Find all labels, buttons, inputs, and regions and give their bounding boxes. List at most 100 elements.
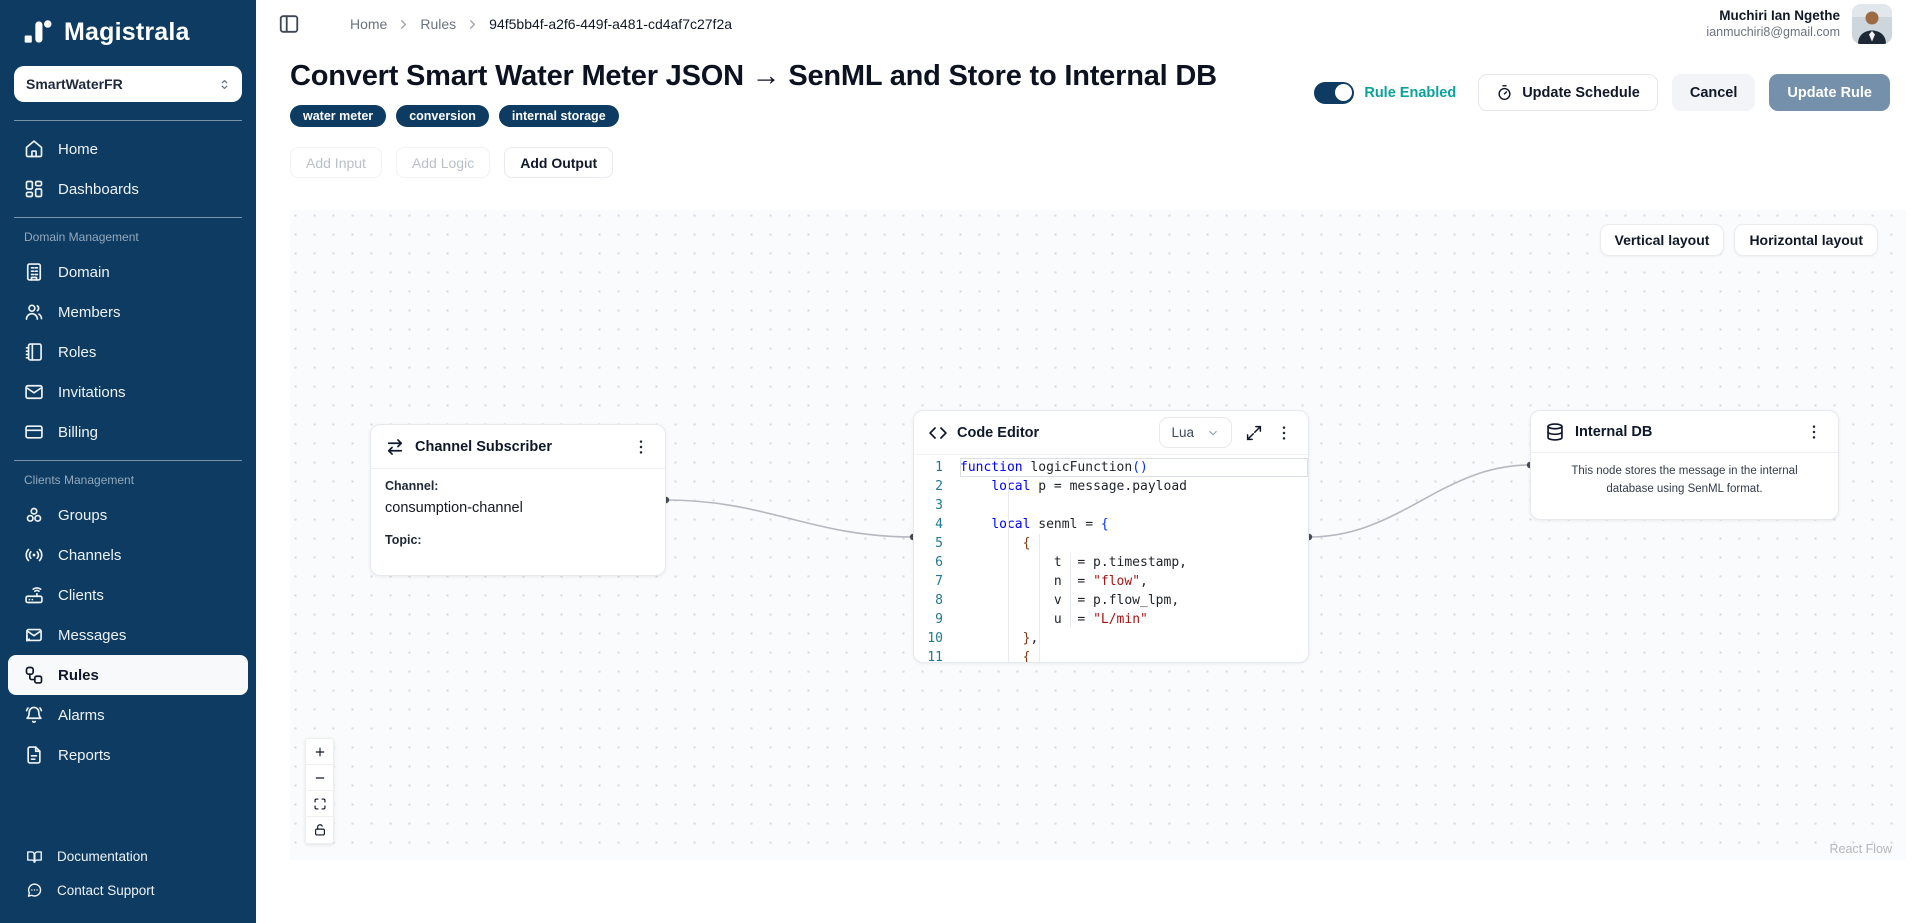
cancel-button[interactable]: Cancel (1671, 74, 1756, 111)
code-line: 4 local senml = { (914, 515, 1308, 534)
zoom-out-button[interactable] (306, 765, 333, 791)
kebab-menu-icon[interactable] (1804, 422, 1824, 442)
credit-card-icon (24, 422, 44, 442)
line-number: 6 (935, 555, 943, 570)
vertical-layout-button[interactable]: Vertical layout (1599, 224, 1725, 256)
code-line-content[interactable]: local senml = { (991, 517, 1109, 532)
sidebar-item-label: Members (58, 303, 121, 321)
notebook-icon (24, 342, 44, 362)
title-block: Convert Smart Water Meter JSON → SenML a… (290, 60, 1217, 127)
sidebar-toggle-button[interactable] (278, 13, 300, 35)
line-number: 8 (935, 593, 943, 608)
code-line: 1 function logicFunction() (914, 458, 1308, 477)
code-line-content[interactable]: { (1022, 536, 1031, 551)
add-node-buttons: Add Input Add Logic Add Output (256, 127, 1916, 178)
tag-internal-storage: internal storage (498, 105, 619, 127)
node-title: Code Editor (957, 424, 1040, 441)
code-line-content[interactable]: n = "flow", (960, 574, 1148, 589)
sidebar-item-groups[interactable]: Groups (8, 495, 248, 535)
breadcrumb-item-rules[interactable]: Rules (420, 16, 457, 32)
sidebar-item-roles[interactable]: Roles (8, 332, 248, 372)
node-internal-db[interactable]: Internal DB This node stores the message… (1530, 410, 1839, 520)
sidebar-item-alarms[interactable]: Alarms (8, 695, 248, 735)
sidebar-item-rules[interactable]: Rules (8, 655, 248, 695)
line-number: 1 (935, 460, 943, 475)
kebab-menu-icon[interactable] (1274, 423, 1294, 443)
add-logic-button[interactable]: Add Logic (395, 147, 491, 178)
update-rule-button[interactable]: Update Rule (1769, 74, 1890, 111)
code-line-content[interactable]: function logicFunction() (960, 458, 1308, 477)
code-line-content[interactable]: u = "L/min" (960, 612, 1148, 627)
breadcrumb-item-home[interactable]: Home (350, 16, 388, 32)
code-line-content[interactable]: }, (1022, 631, 1039, 646)
code-line-content[interactable]: t = p.timestamp, (960, 555, 1187, 570)
edge-code-to-db (1308, 464, 1531, 538)
sidebar-item-documentation[interactable]: Documentation (8, 839, 248, 873)
fit-view-button[interactable] (306, 791, 333, 817)
router-icon (24, 585, 44, 605)
sidebar-item-contact-support[interactable]: Contact Support (8, 873, 248, 907)
sidebar-item-clients[interactable]: Clients (8, 575, 248, 615)
sidebar-item-dashboards[interactable]: Dashboards (8, 169, 248, 209)
breadcrumb-item-94f5bb4f-a2f6-449f-a481-cd4af7c27f2a: 94f5bb4f-a2f6-449f-a481-cd4af7c27f2a (489, 16, 733, 32)
add-output-button[interactable]: Add Output (504, 147, 614, 178)
sidebar-item-invitations[interactable]: Invitations (8, 372, 248, 412)
sidebar-item-reports[interactable]: Reports (8, 735, 248, 775)
sidebar-item-label: Invitations (58, 383, 126, 401)
database-icon (1545, 422, 1565, 442)
brand-logo[interactable]: Magistrala (0, 0, 256, 58)
groups-icon (24, 505, 44, 525)
sidebar-item-messages[interactable]: Messages (8, 615, 248, 655)
message-circle-icon (26, 882, 43, 899)
language-select[interactable]: Lua (1159, 417, 1232, 448)
horizontal-layout-button[interactable]: Horizontal layout (1734, 224, 1878, 256)
sidebar-item-label: Rules (58, 666, 99, 684)
sidebar-item-billing[interactable]: Billing (8, 412, 248, 452)
sidebar-item-label: Roles (58, 343, 97, 361)
sidebar-item-channels[interactable]: Channels (8, 535, 248, 575)
rule-actions: Rule Enabled Update Schedule Cancel Upda… (1314, 74, 1890, 111)
users-icon (24, 302, 44, 322)
add-input-button[interactable]: Add Input (290, 147, 382, 178)
kebab-menu-icon[interactable] (631, 437, 651, 457)
domain-selector-value: SmartWaterFR (26, 76, 123, 92)
code-line-content[interactable]: { (1022, 650, 1031, 663)
code-line-content[interactable] (960, 496, 1308, 515)
sidebar-item-label: Channels (58, 546, 122, 564)
line-number: 10 (927, 631, 943, 646)
update-schedule-button[interactable]: Update Schedule (1478, 74, 1658, 111)
node-code-editor[interactable]: Code Editor Lua 1 function logicFunction(… (913, 410, 1309, 663)
expand-editor-icon[interactable] (1245, 424, 1263, 442)
node-body: Channel: consumption-channel Topic: (371, 469, 665, 557)
title-row: Convert Smart Water Meter JSON → SenML a… (256, 48, 1916, 127)
plus-icon (313, 745, 327, 759)
sidebar-item-label: Clients (58, 586, 104, 604)
lock-button[interactable] (306, 817, 333, 843)
sidebar-item-members[interactable]: Members (8, 292, 248, 332)
rule-enabled-toggle[interactable] (1314, 81, 1355, 104)
indent-guide (1070, 553, 1071, 627)
node-channel-subscriber[interactable]: Channel Subscriber Channel: consumption-… (370, 424, 666, 576)
node-title: Internal DB (1575, 423, 1653, 440)
sidebar-section-label: Clients Management (24, 473, 135, 487)
flow-canvas[interactable]: Vertical layout Horizontal layout Channel… (290, 210, 1906, 860)
code-line: 6 t = p.timestamp, (914, 553, 1308, 572)
avatar[interactable] (1852, 4, 1892, 44)
sidebar-item-label: Reports (58, 746, 111, 764)
sidebar-item-domain[interactable]: Domain (8, 252, 248, 292)
sidebar-divider (14, 120, 242, 121)
topic-field-label: Topic: (385, 533, 422, 547)
line-number: 4 (935, 517, 943, 532)
update-schedule-label: Update Schedule (1522, 84, 1640, 101)
zoom-in-button[interactable] (306, 739, 333, 765)
user-menu[interactable]: Muchiri Ian Ngethe ianmuchiri8@gmail.com (1706, 4, 1892, 44)
sidebar-item-home[interactable]: Home (8, 129, 248, 169)
code-line-content[interactable]: local p = message.payload (991, 479, 1187, 494)
code-line-content[interactable]: v = p.flow_lpm, (1053, 593, 1180, 608)
domain-selector[interactable]: SmartWaterFR (14, 66, 242, 102)
